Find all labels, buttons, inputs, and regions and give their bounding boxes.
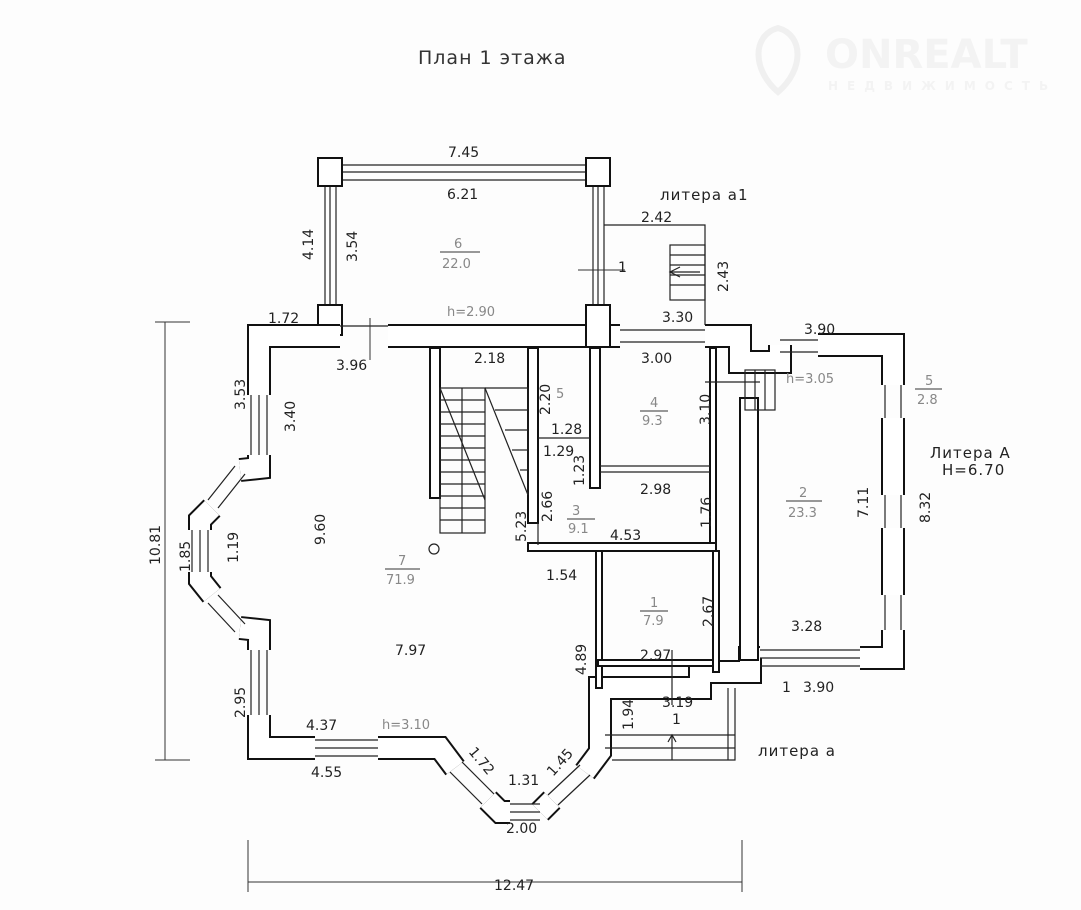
- plan-title: План 1 этажа: [418, 47, 567, 69]
- dim-label: 2.97: [640, 648, 671, 664]
- room-2-area: 23.3: [788, 506, 817, 521]
- porch-a1-number: 1: [618, 260, 627, 276]
- dim-label: 1.29: [543, 444, 574, 460]
- room-6-number: 6: [454, 237, 462, 252]
- room-6-area: 22.0: [442, 257, 471, 272]
- dim-label: 6.21: [447, 187, 478, 203]
- room-labels: 6 22.0 4 9.3 5 2.8 5 3 9.1 7 71.9 2 23.3…: [385, 237, 942, 728]
- dim-label: 3.90: [804, 322, 835, 338]
- dim-label: 3.00: [641, 351, 672, 367]
- room-3-number: 3: [572, 504, 580, 519]
- watermark: ONREALT НЕДВИЖИМОСТЬ: [755, 24, 1057, 96]
- dim-label: 2.18: [474, 351, 505, 367]
- dim-label: 3.54: [345, 231, 361, 262]
- dim-label: 1.54: [546, 568, 577, 584]
- height-label: h=2.90: [447, 305, 495, 320]
- interior-walls: [429, 347, 759, 689]
- dim-label: 1.72: [465, 744, 497, 778]
- dim-label: 1.76: [699, 497, 715, 528]
- dim-label: 3.19: [662, 695, 693, 711]
- room-5-bath-number: 5: [556, 387, 564, 402]
- dim-label: 1.19: [226, 532, 242, 563]
- dim-label: 3.10: [698, 394, 714, 425]
- height-label: h=3.10: [382, 718, 430, 733]
- dim-label: 2.98: [640, 482, 671, 498]
- dim-label: 10.81: [148, 525, 164, 565]
- dim-label: 3.96: [336, 358, 367, 374]
- porch-a-number: 1: [672, 712, 681, 728]
- room-1-number: 1: [650, 596, 658, 611]
- dim-label: 2.43: [716, 261, 732, 292]
- dim-label: 2.20: [538, 384, 554, 415]
- dim-label: 3.90: [803, 680, 834, 696]
- veranda-a1: [317, 157, 611, 336]
- dim-label: 1.72: [268, 311, 299, 327]
- dim-label: 8.32: [918, 492, 934, 523]
- watermark-pin-icon: [755, 24, 801, 96]
- dim-label: 4.55: [311, 765, 342, 781]
- label-litera-a: литера а: [758, 742, 836, 760]
- dim-label: 7.11: [856, 487, 872, 518]
- dimension-labels: 7.45 6.21 4.14 3.54 2.42 2.43 1.72 3.30 …: [148, 145, 934, 894]
- column-icon: [428, 543, 440, 555]
- outer-walls: [188, 304, 905, 824]
- stairs-inner: [705, 369, 776, 411]
- dim-label: 1.23: [572, 455, 588, 486]
- porch-a: [605, 650, 736, 761]
- room-1-area: 7.9: [643, 614, 664, 629]
- dim-label: 3.53: [233, 379, 249, 410]
- dim-label: 4.37: [306, 718, 337, 734]
- dim-label: 9.60: [313, 514, 329, 545]
- dimension-lines: [155, 269, 743, 892]
- ceiling-heights: h=2.90 h=3.05 h=3.10: [382, 305, 834, 733]
- dim-label: 7.45: [448, 145, 479, 161]
- room-4-area: 9.3: [642, 414, 663, 429]
- side-number: 1: [782, 680, 791, 696]
- label-height-A: H=6.70: [942, 461, 1005, 479]
- main-stairs: [428, 387, 529, 555]
- windows: [191, 325, 902, 821]
- dim-label: 1.94: [621, 699, 637, 730]
- watermark-brand: ONREALT: [825, 32, 1028, 78]
- dim-label: 3.30: [662, 310, 693, 326]
- room-7-area: 71.9: [386, 573, 415, 588]
- dim-label: 4.14: [301, 229, 317, 260]
- room-2-number: 2: [799, 486, 807, 501]
- room-3-area: 9.1: [568, 522, 589, 537]
- dim-label: 4.89: [574, 644, 590, 675]
- room-7-number: 7: [398, 554, 406, 569]
- dim-label: 2.00: [506, 821, 537, 837]
- room-5-number: 5: [925, 374, 933, 389]
- stairs-a1: [604, 224, 706, 325]
- dim-label: 1.85: [178, 541, 194, 572]
- dim-label: 1.45: [544, 746, 577, 780]
- dim-label: 2.42: [641, 210, 672, 226]
- dim-label: 7.97: [395, 643, 426, 659]
- room-4-number: 4: [650, 396, 658, 411]
- room-5-area: 2.8: [917, 393, 938, 408]
- dim-label: 1.28: [551, 422, 582, 438]
- label-litera-A: Литера А: [930, 444, 1011, 462]
- dim-label: 3.28: [791, 619, 822, 635]
- dim-label: 2.66: [540, 491, 556, 522]
- dim-label: 1.31: [508, 773, 539, 789]
- label-litera-a1: литера а1: [660, 186, 749, 204]
- dim-label: 2.95: [233, 687, 249, 718]
- dim-label: 2.67: [701, 596, 717, 627]
- dim-label: 3.40: [283, 401, 299, 432]
- height-label: h=3.05: [786, 372, 834, 387]
- watermark-sub: НЕДВИЖИМОСТЬ: [828, 79, 1057, 93]
- dim-label: 12.47: [494, 878, 534, 894]
- dim-label: 5.23: [514, 511, 530, 542]
- dim-label: 4.53: [610, 528, 641, 544]
